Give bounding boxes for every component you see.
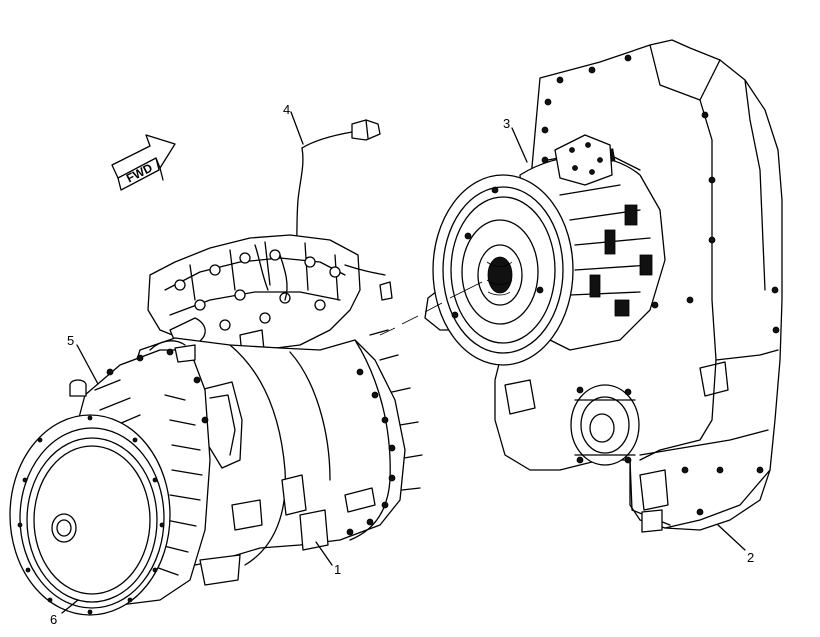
callout-2: 2 bbox=[747, 550, 754, 565]
callout-leaders bbox=[61, 111, 746, 614]
callout-3: 3 bbox=[503, 116, 510, 131]
callout-5: 5 bbox=[67, 333, 74, 348]
callout-6: 6 bbox=[50, 612, 57, 627]
alignment-axis-line bbox=[379, 281, 483, 336]
transmission-assembly bbox=[9, 234, 423, 616]
torque-converter-assembly bbox=[432, 134, 666, 366]
callout-4: 4 bbox=[283, 102, 290, 117]
callout-1: 1 bbox=[334, 562, 341, 577]
fwd-direction-arrow: FWD bbox=[111, 134, 176, 191]
